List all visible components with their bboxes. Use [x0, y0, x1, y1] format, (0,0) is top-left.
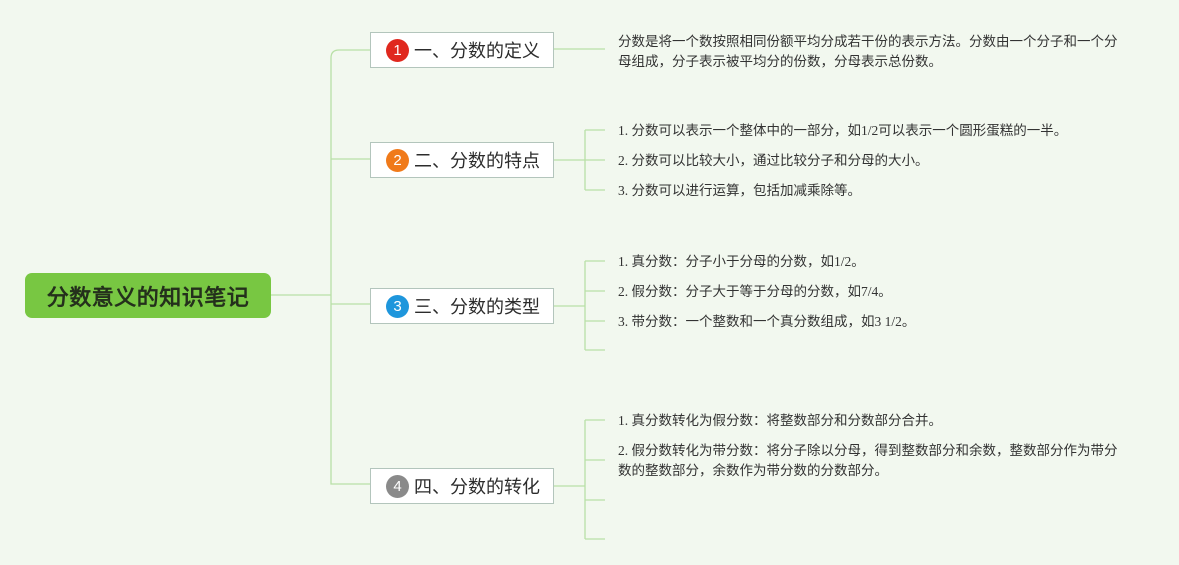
number-badge-icon: 1 [386, 38, 409, 62]
note-definition: 分数是将一个数按照相同份额平均分成若干份的表示方法。分数由一个分子和一个分母组成… [618, 34, 1118, 69]
number-badge-icon: 2 [386, 148, 409, 172]
topic-title: 一、分数的定义 [414, 41, 540, 62]
note-type-3: 3. 带分数：一个整数和一个真分数组成，如3 1/2。 [618, 314, 916, 329]
topic-conversion[interactable]: 4 四、分数的转化 [370, 468, 554, 504]
root-topic[interactable]: 分数意义的知识笔记 [25, 273, 271, 318]
root-title: 分数意义的知识笔记 [46, 285, 250, 311]
note-feature-3: 3. 分数可以进行运算，包括加减乘除等。 [618, 183, 861, 198]
topic-definition[interactable]: 1 一、分数的定义 [370, 32, 554, 68]
number-badge-icon: 4 [386, 474, 409, 498]
number-badge-icon: 3 [386, 294, 409, 318]
note-conversion-1: 1. 真分数转化为假分数：将整数部分和分数部分合并。 [618, 413, 942, 428]
note-feature-1: 1. 分数可以表示一个整体中的一部分，如1/2可以表示一个圆形蛋糕的一半。 [618, 123, 1068, 138]
note-conversion-2: 2. 假分数转化为带分数：将分子除以分母，得到整数部分和余数，整数部分作为带分数… [618, 443, 1118, 478]
note-type-2: 2. 假分数：分子大于等于分母的分数，如7/4。 [618, 284, 892, 299]
topic-types[interactable]: 3 三、分数的类型 [370, 288, 554, 324]
topic-title: 三、分数的类型 [414, 297, 540, 318]
topic-title: 二、分数的特点 [414, 151, 540, 172]
note-type-1: 1. 真分数：分子小于分母的分数，如1/2。 [618, 254, 865, 269]
note-feature-2: 2. 分数可以比较大小，通过比较分子和分母的大小。 [618, 153, 929, 168]
topic-features[interactable]: 2 二、分数的特点 [370, 142, 554, 178]
topic-title: 四、分数的转化 [414, 477, 540, 498]
